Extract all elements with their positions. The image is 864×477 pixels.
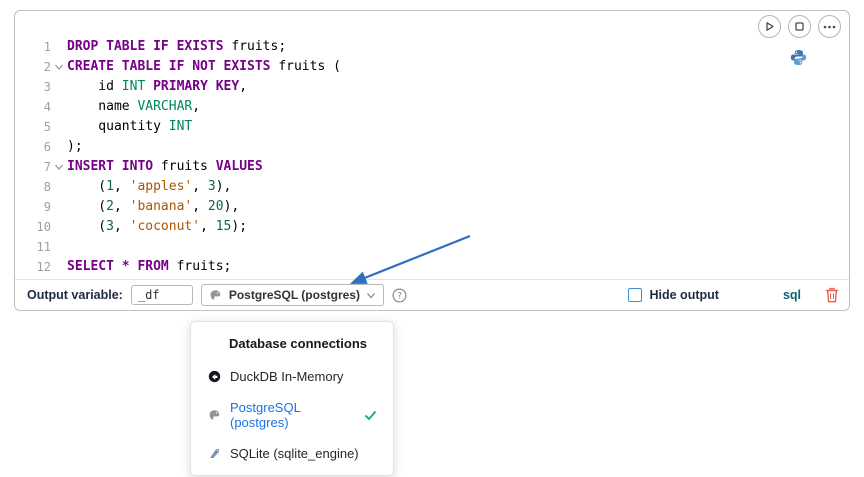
sql-cell: 1 DROP TABLE IF EXISTS fruits; 2 CREATE TAB… [14, 10, 850, 311]
connection-dropdown[interactable]: PostgreSQL (postgres) [200, 284, 384, 306]
hide-output-checkbox[interactable] [627, 288, 642, 302]
menu-item-sqlite-sqlite-engine[interactable]: SQLite (sqlite_engine) [191, 438, 393, 469]
code-text: (2, 'banana', 20), [67, 199, 240, 214]
fold-spacer [51, 197, 67, 217]
line-number: 4 [43, 100, 51, 114]
postgresql-icon [207, 408, 221, 422]
postgresql-icon [209, 288, 223, 302]
question-circle-icon: ? [392, 287, 407, 303]
python-icon [790, 49, 807, 66]
code-line[interactable]: 4 name VARCHAR, [15, 97, 849, 117]
interrupt-button[interactable] [788, 15, 811, 38]
language-badge[interactable]: sql [782, 288, 801, 302]
output-variable-input[interactable] [130, 285, 193, 305]
output-variable-label: Output variable: [27, 288, 123, 302]
code-editor[interactable]: 1 DROP TABLE IF EXISTS fruits; 2 CREATE TAB… [15, 11, 849, 277]
menu-item-postgresql-postgres[interactable]: PostgreSQL (postgres) [191, 392, 393, 438]
menu-item-label: SQLite (sqlite_engine) [230, 446, 359, 461]
code-line[interactable]: 2 CREATE TABLE IF NOT EXISTS fruits ( [15, 57, 849, 77]
code-line[interactable]: 5 quantity INT [15, 117, 849, 137]
run-cell-button[interactable] [758, 15, 781, 38]
line-number: 5 [43, 120, 51, 134]
code-line[interactable]: 7 INSERT INTO fruits VALUES [15, 157, 849, 177]
code-text: SELECT * FROM fruits; [67, 259, 232, 274]
code-text: (3, 'coconut', 15); [67, 219, 248, 234]
fold-spacer [51, 257, 67, 277]
code-line[interactable]: 12 SELECT * FROM fruits; [15, 257, 849, 277]
more-actions-button[interactable] [818, 15, 841, 38]
code-line[interactable]: 11 [15, 237, 849, 257]
ellipsis-icon [823, 25, 836, 28]
code-text: id INT PRIMARY KEY, [67, 79, 248, 94]
fold-spacer [51, 97, 67, 117]
code-text: name VARCHAR, [67, 99, 201, 114]
cell-footer: Output variable: PostgreSQL (postgres) ?… [15, 279, 849, 310]
code-text: INSERT INTO fruits VALUES [67, 159, 263, 174]
menu-item-label: DuckDB In-Memory [230, 369, 344, 384]
line-number: 3 [43, 80, 51, 94]
code-line[interactable]: 10 (3, 'coconut', 15); [15, 217, 849, 237]
code-line[interactable]: 1 DROP TABLE IF EXISTS fruits; [15, 37, 849, 57]
fold-spacer [51, 237, 67, 257]
code-line[interactable]: 9 (2, 'banana', 20), [15, 197, 849, 217]
fold-spacer [51, 77, 67, 97]
stop-icon [795, 22, 804, 31]
delete-cell-button[interactable] [825, 287, 839, 303]
check-icon [364, 410, 377, 421]
menu-item-duckdb-in-memory[interactable]: DuckDB In-Memory [191, 361, 393, 392]
code-text: quantity INT [67, 119, 193, 134]
line-number: 1 [43, 40, 51, 54]
menu-item-label: PostgreSQL (postgres) [230, 400, 301, 430]
code-line[interactable]: 3 id INT PRIMARY KEY, [15, 77, 849, 97]
fold-chevron-icon[interactable] [51, 157, 67, 177]
cell-actions-toolbar [758, 15, 841, 38]
line-number: 8 [43, 180, 51, 194]
svg-text:?: ? [397, 291, 402, 301]
play-icon [766, 22, 774, 31]
fold-spacer [51, 177, 67, 197]
code-text: DROP TABLE IF EXISTS fruits; [67, 39, 287, 54]
line-number: 9 [43, 200, 51, 214]
connection-menu-title: Database connections [229, 336, 367, 351]
fold-chevron-icon[interactable] [51, 57, 67, 77]
chevron-down-icon [366, 292, 375, 298]
code-text: ); [67, 139, 83, 154]
code-text: CREATE TABLE IF NOT EXISTS fruits ( [67, 59, 341, 74]
fold-spacer [51, 117, 67, 137]
line-number: 7 [43, 160, 51, 174]
line-number: 10 [36, 220, 51, 234]
help-button[interactable]: ? [392, 287, 408, 303]
line-number: 11 [36, 240, 51, 254]
fold-spacer [51, 37, 67, 57]
fold-spacer [51, 217, 67, 237]
duckdb-icon [207, 370, 221, 384]
line-number: 2 [43, 60, 51, 74]
trash-icon [826, 287, 838, 303]
fold-spacer [51, 137, 67, 157]
hide-output-label: Hide output [649, 288, 719, 302]
line-number: 6 [43, 140, 51, 154]
code-line[interactable]: 8 (1, 'apples', 3), [15, 177, 849, 197]
line-number: 12 [36, 260, 51, 274]
code-text: (1, 'apples', 3), [67, 179, 232, 194]
connection-dropdown-label: PostgreSQL (postgres) [228, 288, 360, 302]
sqlite-icon [207, 447, 221, 461]
code-line[interactable]: 6); [15, 137, 849, 157]
